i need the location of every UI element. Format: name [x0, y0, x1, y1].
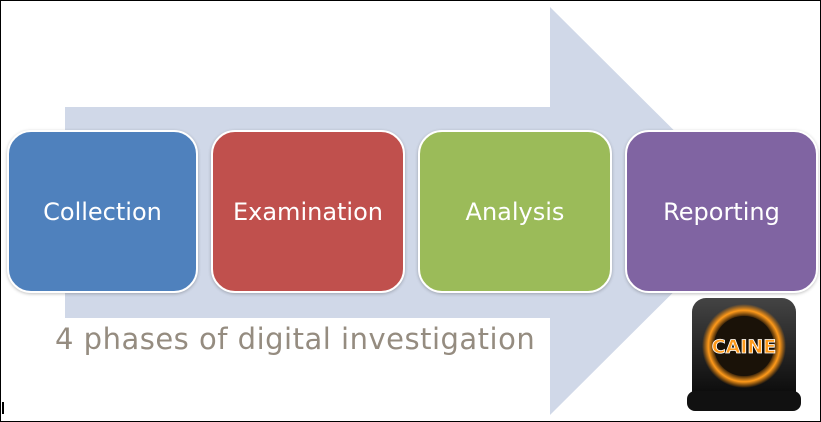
arrow-shape [65, 7, 755, 415]
svg-text:CAINE: CAINE [712, 336, 777, 358]
phase-label: Examination [232, 197, 383, 226]
phase-collection: Collection [7, 130, 198, 293]
phase-label: Analysis [465, 197, 565, 226]
phase-analysis: Analysis [418, 130, 612, 293]
phase-reporting: Reporting [625, 130, 818, 293]
phase-label: Collection [43, 197, 162, 226]
caine-logo-icon: CAINE [687, 298, 801, 411]
phase-examination: Examination [211, 130, 405, 293]
phase-label: Reporting [663, 197, 780, 226]
edge-mark [2, 402, 4, 414]
caption: 4 phases of digital investigation [55, 322, 536, 356]
